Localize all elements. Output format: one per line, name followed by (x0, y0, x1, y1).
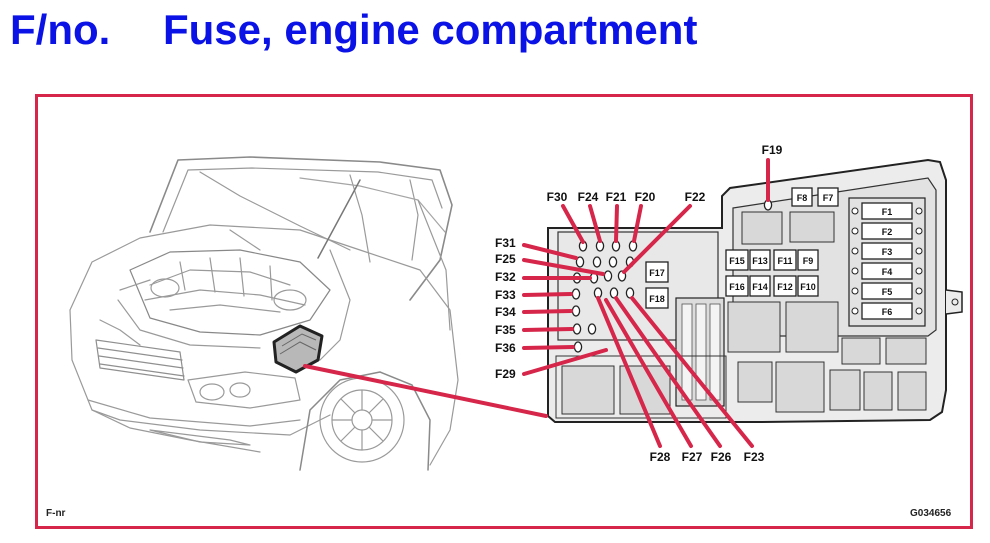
label-F1: F1 (882, 207, 893, 217)
label-F18: F18 (649, 294, 665, 304)
label-F9: F9 (803, 256, 814, 266)
callout-F25: F25 (495, 252, 516, 266)
callout-F36: F36 (495, 341, 516, 355)
callout-F22: F22 (685, 190, 706, 204)
label-F12: F12 (777, 282, 793, 292)
car-engine-compartment-icon (69, 156, 459, 471)
callout-F30: F30 (547, 190, 568, 204)
fuse-box-diagram (547, 158, 963, 423)
callout-F24: F24 (578, 190, 599, 204)
callout-F19: F19 (762, 143, 783, 157)
label-F6: F6 (882, 307, 893, 317)
callout-labels: F19 F30 F24 F21 F20 F22 F31 F25 F32 F33 … (495, 143, 783, 464)
footer-left-code: F-nr (46, 508, 66, 519)
callout-F31: F31 (495, 236, 516, 250)
callout-F33: F33 (495, 288, 516, 302)
label-F8: F8 (797, 193, 808, 203)
label-F3: F3 (882, 247, 893, 257)
label-F17: F17 (649, 268, 665, 278)
label-F11: F11 (777, 256, 792, 266)
label-F7: F7 (823, 193, 834, 203)
label-F4: F4 (882, 267, 893, 277)
footer-right-code: G034656 (910, 508, 952, 519)
title-text: Fuse, engine compartment (163, 6, 698, 53)
callout-F27: F27 (682, 450, 703, 464)
callout-F28: F28 (650, 450, 671, 464)
callout-F20: F20 (635, 190, 656, 204)
callout-F35: F35 (495, 323, 516, 337)
label-F16: F16 (729, 282, 745, 292)
label-F2: F2 (882, 227, 893, 237)
title-fno: F/no. (10, 6, 111, 53)
callout-F34: F34 (495, 305, 516, 319)
label-F10: F10 (800, 282, 816, 292)
box-labels: F15 F13 F11 F9 F16 F14 F12 F10 F17 F18 F… (649, 193, 892, 317)
label-F15: F15 (729, 256, 745, 266)
fuse-box-location-icon (272, 324, 324, 374)
label-F5: F5 (882, 287, 893, 297)
callout-F32: F32 (495, 270, 516, 284)
callout-F21: F21 (606, 190, 627, 204)
callout-F26: F26 (711, 450, 732, 464)
callout-lines (303, 158, 770, 448)
callout-F23: F23 (744, 450, 765, 464)
label-F14: F14 (752, 282, 768, 292)
callout-F29: F29 (495, 367, 516, 381)
label-F13: F13 (752, 256, 768, 266)
